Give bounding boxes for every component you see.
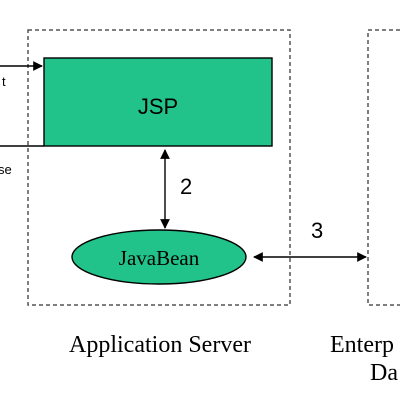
jsp-node bbox=[43, 57, 273, 147]
edge-label-3: 3 bbox=[311, 218, 323, 243]
app-server-boundary bbox=[27, 29, 291, 306]
app-server-label: Application Server bbox=[69, 332, 251, 358]
enterprise-label-line2: Da bbox=[370, 360, 398, 386]
enterprise-label-line1: Enterp bbox=[330, 332, 394, 358]
edge-label-2: 2 bbox=[180, 174, 192, 199]
javabean-node bbox=[71, 229, 247, 285]
response-label: se bbox=[0, 162, 12, 177]
request-label: t bbox=[2, 74, 6, 89]
enterprise-boundary bbox=[367, 29, 400, 306]
javabean-label: JavaBean bbox=[119, 246, 200, 270]
jsp-label: JSP bbox=[138, 94, 178, 119]
